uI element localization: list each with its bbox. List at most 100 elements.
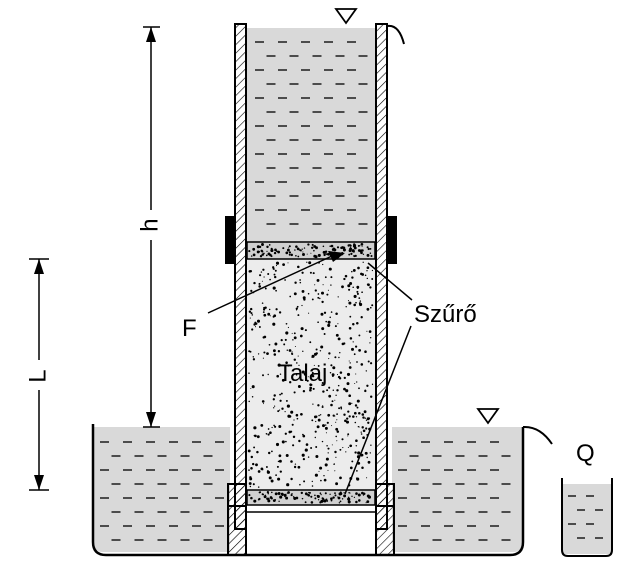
soil-speck [291, 332, 293, 334]
soil-speck [267, 373, 269, 376]
right-wall [375, 23, 388, 530]
soil-speck [252, 253, 256, 257]
soil-speck [335, 333, 339, 337]
beaker-water [563, 484, 611, 554]
soil-speck [361, 249, 364, 252]
soil-speck [299, 281, 302, 284]
soil-speck [331, 425, 333, 427]
soil-speck [347, 435, 349, 437]
soil-speck [327, 447, 330, 450]
soil-speck [270, 255, 273, 258]
soil-speck [266, 491, 270, 494]
soil-speck [276, 465, 279, 468]
soil-speck [302, 457, 306, 461]
soil-speck [316, 278, 320, 282]
soil-speck [332, 366, 336, 370]
soil-speck [365, 419, 368, 421]
soil-speck [350, 246, 352, 248]
soil-speck [345, 389, 349, 393]
soil-speck [297, 255, 300, 258]
soil-speck [328, 267, 332, 271]
soil-speck [325, 424, 327, 426]
soil-speck [356, 287, 359, 290]
soil-speck [314, 430, 317, 433]
soil-speck [321, 405, 324, 409]
soil-speck [326, 389, 329, 392]
soil-speck [360, 433, 363, 435]
soil-speck [311, 371, 314, 374]
soil-speck [324, 276, 327, 279]
soil-speck [267, 272, 270, 276]
soil-speck [333, 463, 335, 466]
soil-speck [348, 394, 352, 398]
soil-speck [285, 399, 288, 402]
soil-speck [367, 460, 371, 464]
soil-speck [348, 253, 351, 256]
soil-speck [253, 323, 256, 326]
soil-speck [287, 364, 290, 367]
soil-speck [301, 497, 304, 500]
soil-speck [366, 246, 369, 249]
soil-speck [319, 297, 321, 300]
soil-speck [307, 376, 309, 378]
soil-speck [303, 480, 306, 483]
soil-speck [352, 268, 356, 272]
soil-speck [314, 494, 316, 497]
soil-speck [278, 500, 280, 503]
soil-speck [370, 306, 372, 309]
soil-speck [323, 333, 326, 335]
soil-speck [321, 327, 325, 331]
soil-speck [317, 293, 320, 295]
soil-speck [357, 244, 360, 247]
soil-speck [285, 361, 288, 364]
soil-speck [319, 350, 322, 352]
soil-speck [291, 493, 293, 495]
soil-speck [268, 343, 271, 346]
soil-speck [266, 250, 268, 252]
soil-speck [351, 276, 354, 279]
soil-speck [277, 250, 281, 254]
soil-speck [280, 339, 283, 342]
soil-speck [250, 455, 254, 459]
soil-speckle-pattern [247, 261, 374, 488]
soil-speck [249, 269, 253, 273]
soil-speck [298, 364, 300, 367]
soil-speck [261, 400, 265, 403]
soil-speck [260, 249, 263, 252]
soil-speck [301, 304, 303, 307]
soil-speck [335, 435, 338, 438]
soil-speck [286, 248, 290, 252]
soil-speck [345, 451, 347, 453]
soil-speck [250, 496, 253, 500]
soil-speck [336, 389, 339, 392]
soil-speck [342, 246, 346, 250]
soil-speck [272, 398, 275, 401]
soil-speck [315, 454, 319, 459]
soil-speck [302, 390, 306, 393]
soil-speck [353, 296, 356, 298]
soil-speck [250, 467, 253, 470]
soil-speck [256, 245, 260, 249]
soil-speck [304, 329, 307, 332]
basin-outline [91, 424, 525, 557]
soil-speck [339, 352, 341, 354]
soil-speck [274, 248, 277, 252]
soil-speck [258, 285, 262, 288]
soil-speck [307, 243, 310, 246]
soil-speck [294, 249, 296, 251]
soil-speck [324, 492, 327, 495]
soil-speck [347, 433, 350, 436]
soil-speck [301, 248, 303, 250]
soil-speck [347, 300, 350, 302]
column-overflow-spout [386, 24, 405, 45]
soil-speck [308, 261, 312, 265]
soil-speck [291, 423, 294, 426]
soil-speck [354, 451, 357, 454]
soil-speck [311, 419, 314, 422]
soil-speck [267, 497, 270, 501]
soil-speck [314, 473, 318, 477]
soil-speck [284, 279, 286, 281]
filter-leader-top [367, 262, 413, 301]
soil-speck [324, 250, 328, 253]
soil-speck [352, 286, 354, 288]
